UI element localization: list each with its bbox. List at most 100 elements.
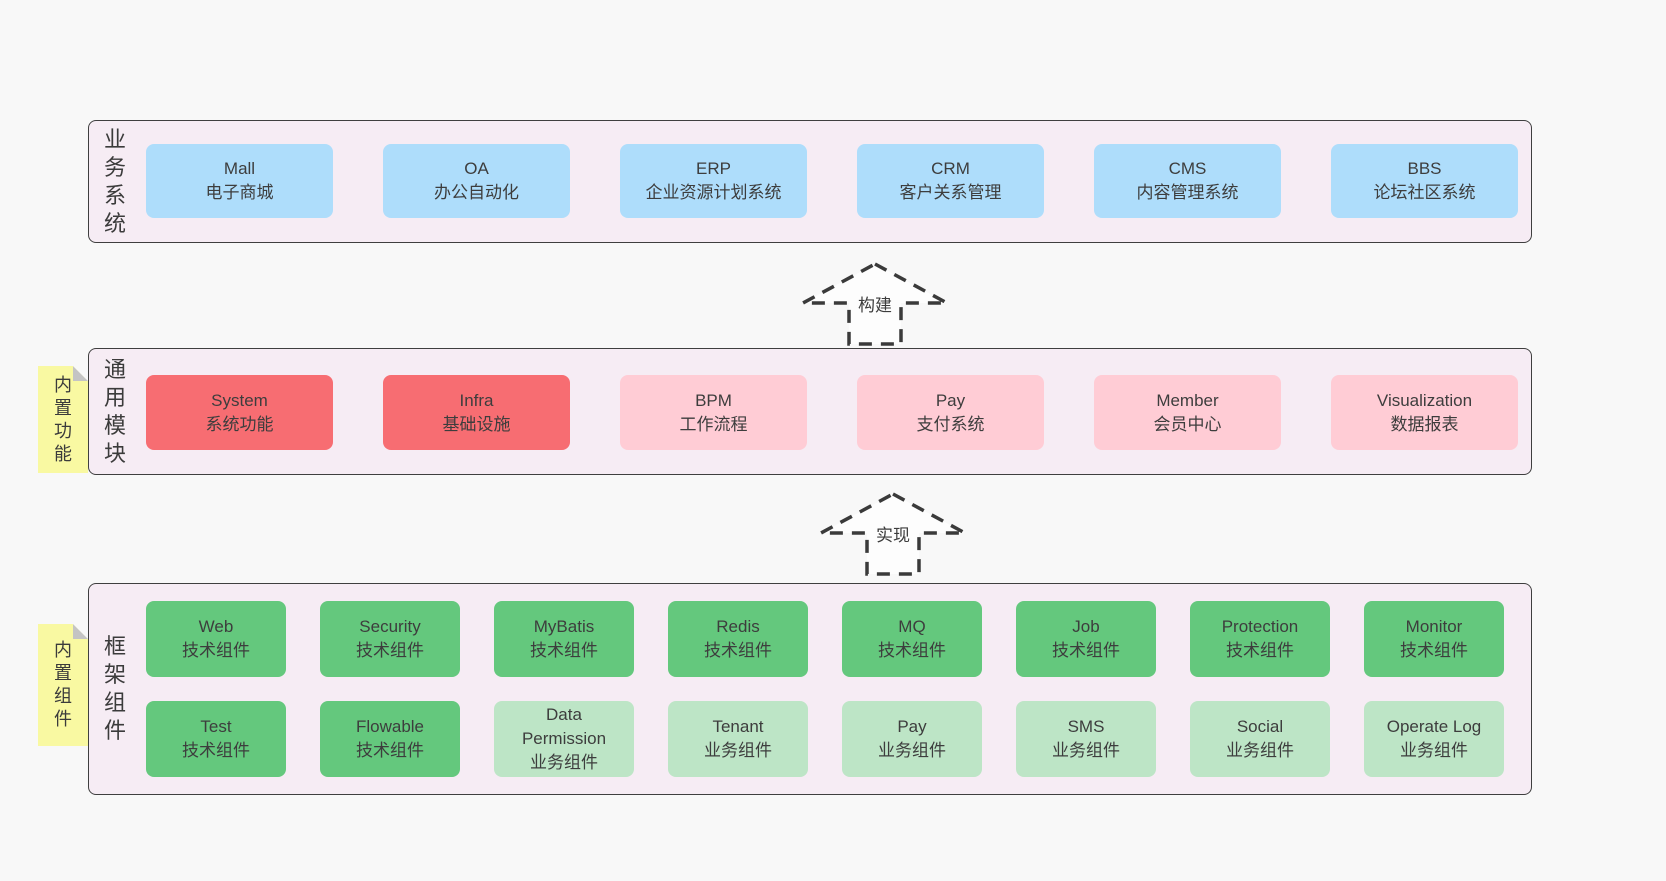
box-erp: ERP 企业资源计划系统: [620, 144, 807, 218]
box-mall: Mall 电子商城: [146, 144, 333, 218]
box-visualization: Visualization 数据报表: [1331, 375, 1518, 450]
arrow-build-label: 构建: [855, 291, 895, 316]
box-subtitle: 技术组件: [182, 741, 250, 760]
box-subtitle: 办公自动化: [434, 183, 519, 202]
box-social: Social 业务组件: [1190, 701, 1330, 777]
box-title: Job: [1072, 617, 1100, 636]
box-title: ERP: [696, 159, 731, 178]
framework-components-row-2: Test 技术组件 Flowable 技术组件 Data Permission …: [146, 701, 1504, 777]
box-security: Security 技术组件: [320, 601, 460, 677]
box-member: Member 会员中心: [1094, 375, 1281, 450]
box-subtitle: 会员中心: [1153, 414, 1222, 434]
box-tenant: Tenant 业务组件: [668, 701, 808, 777]
box-title: Visualization: [1376, 390, 1473, 410]
box-crm: CRM 客户关系管理: [857, 144, 1044, 218]
box-title: Flowable: [355, 717, 425, 736]
panel-label-framework-components: 框架组件: [103, 634, 126, 743]
box-title: MyBatis: [533, 617, 595, 636]
box-subtitle: 技术组件: [182, 641, 250, 660]
box-title: CMS: [1168, 159, 1207, 178]
box-subtitle: 客户关系管理: [899, 183, 1002, 202]
box-title: OA: [464, 159, 489, 178]
box-subtitle: 业务组件: [1226, 741, 1294, 760]
panel-label-business-systems: 业务系统: [103, 126, 126, 236]
box-subtitle: 技术组件: [878, 641, 946, 660]
box-mybatis: MyBatis 技术组件: [494, 601, 634, 677]
panel-business-systems: 业务系统 Mall 电子商城 OA 办公自动化 ERP 企业资源计划系统 CRM…: [88, 120, 1532, 243]
panel-framework-components: 框架组件 Web 技术组件 Security 技术组件 MyBatis 技术组件…: [88, 583, 1532, 795]
box-title: Security: [359, 617, 421, 636]
box-title: Test: [200, 717, 232, 736]
box-subtitle: 技术组件: [704, 641, 772, 660]
box-title: Redis: [716, 617, 760, 636]
box-subtitle: 技术组件: [1400, 641, 1468, 660]
box-title: Mall: [223, 159, 256, 178]
box-subtitle: 技术组件: [1226, 641, 1294, 660]
box-title: Infra: [459, 390, 494, 410]
tag-builtin-features: 内置功能: [38, 366, 88, 473]
box-subtitle: 技术组件: [356, 641, 424, 660]
box-operate-log: Operate Log 业务组件: [1364, 701, 1504, 777]
box-title: Tenant: [712, 717, 764, 736]
box-subtitle: 系统功能: [205, 414, 274, 434]
framework-components-row-1: Web 技术组件 Security 技术组件 MyBatis 技术组件 Redi…: [146, 601, 1504, 677]
box-bpm: BPM 工作流程: [620, 375, 807, 450]
box-subtitle: 基础设施: [442, 414, 511, 434]
tag-builtin-components-label: 内置组件: [54, 640, 72, 729]
box-title: MQ: [898, 617, 926, 636]
box-subtitle: 论坛社区系统: [1373, 183, 1476, 202]
box-redis: Redis 技术组件: [668, 601, 808, 677]
box-pay-component: Pay 业务组件: [842, 701, 982, 777]
box-cms: CMS 内容管理系统: [1094, 144, 1281, 218]
box-web: Web 技术组件: [146, 601, 286, 677]
common-modules-row: System 系统功能 Infra 基础设施 BPM 工作流程 Pay 支付系统…: [146, 375, 1518, 450]
box-pay-module: Pay 支付系统: [857, 375, 1044, 450]
box-title: Protection: [1221, 617, 1299, 636]
box-title: SMS: [1067, 717, 1105, 736]
arrow-build: 构建: [800, 262, 950, 346]
box-title: Pay: [897, 717, 927, 736]
box-subtitle: 业务组件: [1052, 741, 1120, 760]
panel-common-modules: 通用模块 System 系统功能 Infra 基础设施 BPM 工作流程 Pay…: [88, 348, 1532, 475]
box-title: Web: [198, 617, 234, 636]
box-title: CRM: [931, 159, 970, 178]
box-subtitle: 业务组件: [704, 741, 772, 760]
box-mq: MQ 技术组件: [842, 601, 982, 677]
box-subtitle: 数据报表: [1390, 414, 1459, 434]
box-data-permission: Data Permission 业务组件: [494, 701, 634, 777]
box-title: BBS: [1407, 159, 1442, 178]
box-subtitle: 电子商城: [205, 183, 274, 202]
box-title: Monitor: [1405, 617, 1463, 636]
box-subtitle: 工作流程: [679, 414, 748, 434]
box-title: System: [211, 390, 268, 410]
box-title: Operate Log: [1386, 717, 1482, 736]
tag-builtin-components: 内置组件: [38, 624, 88, 746]
box-bbs: BBS 论坛社区系统: [1331, 144, 1518, 218]
box-subtitle: 技术组件: [1052, 641, 1120, 660]
box-subtitle: 支付系统: [916, 414, 985, 434]
box-title: Pay: [935, 390, 966, 410]
box-title: Data Permission: [521, 705, 607, 748]
box-title: Member: [1156, 390, 1219, 410]
box-job: Job 技术组件: [1016, 601, 1156, 677]
box-monitor: Monitor 技术组件: [1364, 601, 1504, 677]
box-infra: Infra 基础设施: [383, 375, 570, 450]
box-test: Test 技术组件: [146, 701, 286, 777]
box-subtitle: 技术组件: [530, 641, 598, 660]
box-subtitle: 技术组件: [356, 741, 424, 760]
arrow-implement: 实现: [818, 492, 968, 576]
box-sms: SMS 业务组件: [1016, 701, 1156, 777]
box-oa: OA 办公自动化: [383, 144, 570, 218]
box-subtitle: 业务组件: [1400, 741, 1468, 760]
box-subtitle: 企业资源计划系统: [645, 183, 782, 202]
box-title: Social: [1236, 717, 1284, 736]
business-systems-row: Mall 电子商城 OA 办公自动化 ERP 企业资源计划系统 CRM 客户关系…: [146, 144, 1518, 218]
box-protection: Protection 技术组件: [1190, 601, 1330, 677]
box-subtitle: 内容管理系统: [1136, 183, 1239, 202]
panel-label-common-modules: 通用模块: [103, 356, 126, 466]
box-flowable: Flowable 技术组件: [320, 701, 460, 777]
box-subtitle: 业务组件: [878, 741, 946, 760]
arrow-implement-label: 实现: [873, 521, 913, 546]
box-system: System 系统功能: [146, 375, 333, 450]
